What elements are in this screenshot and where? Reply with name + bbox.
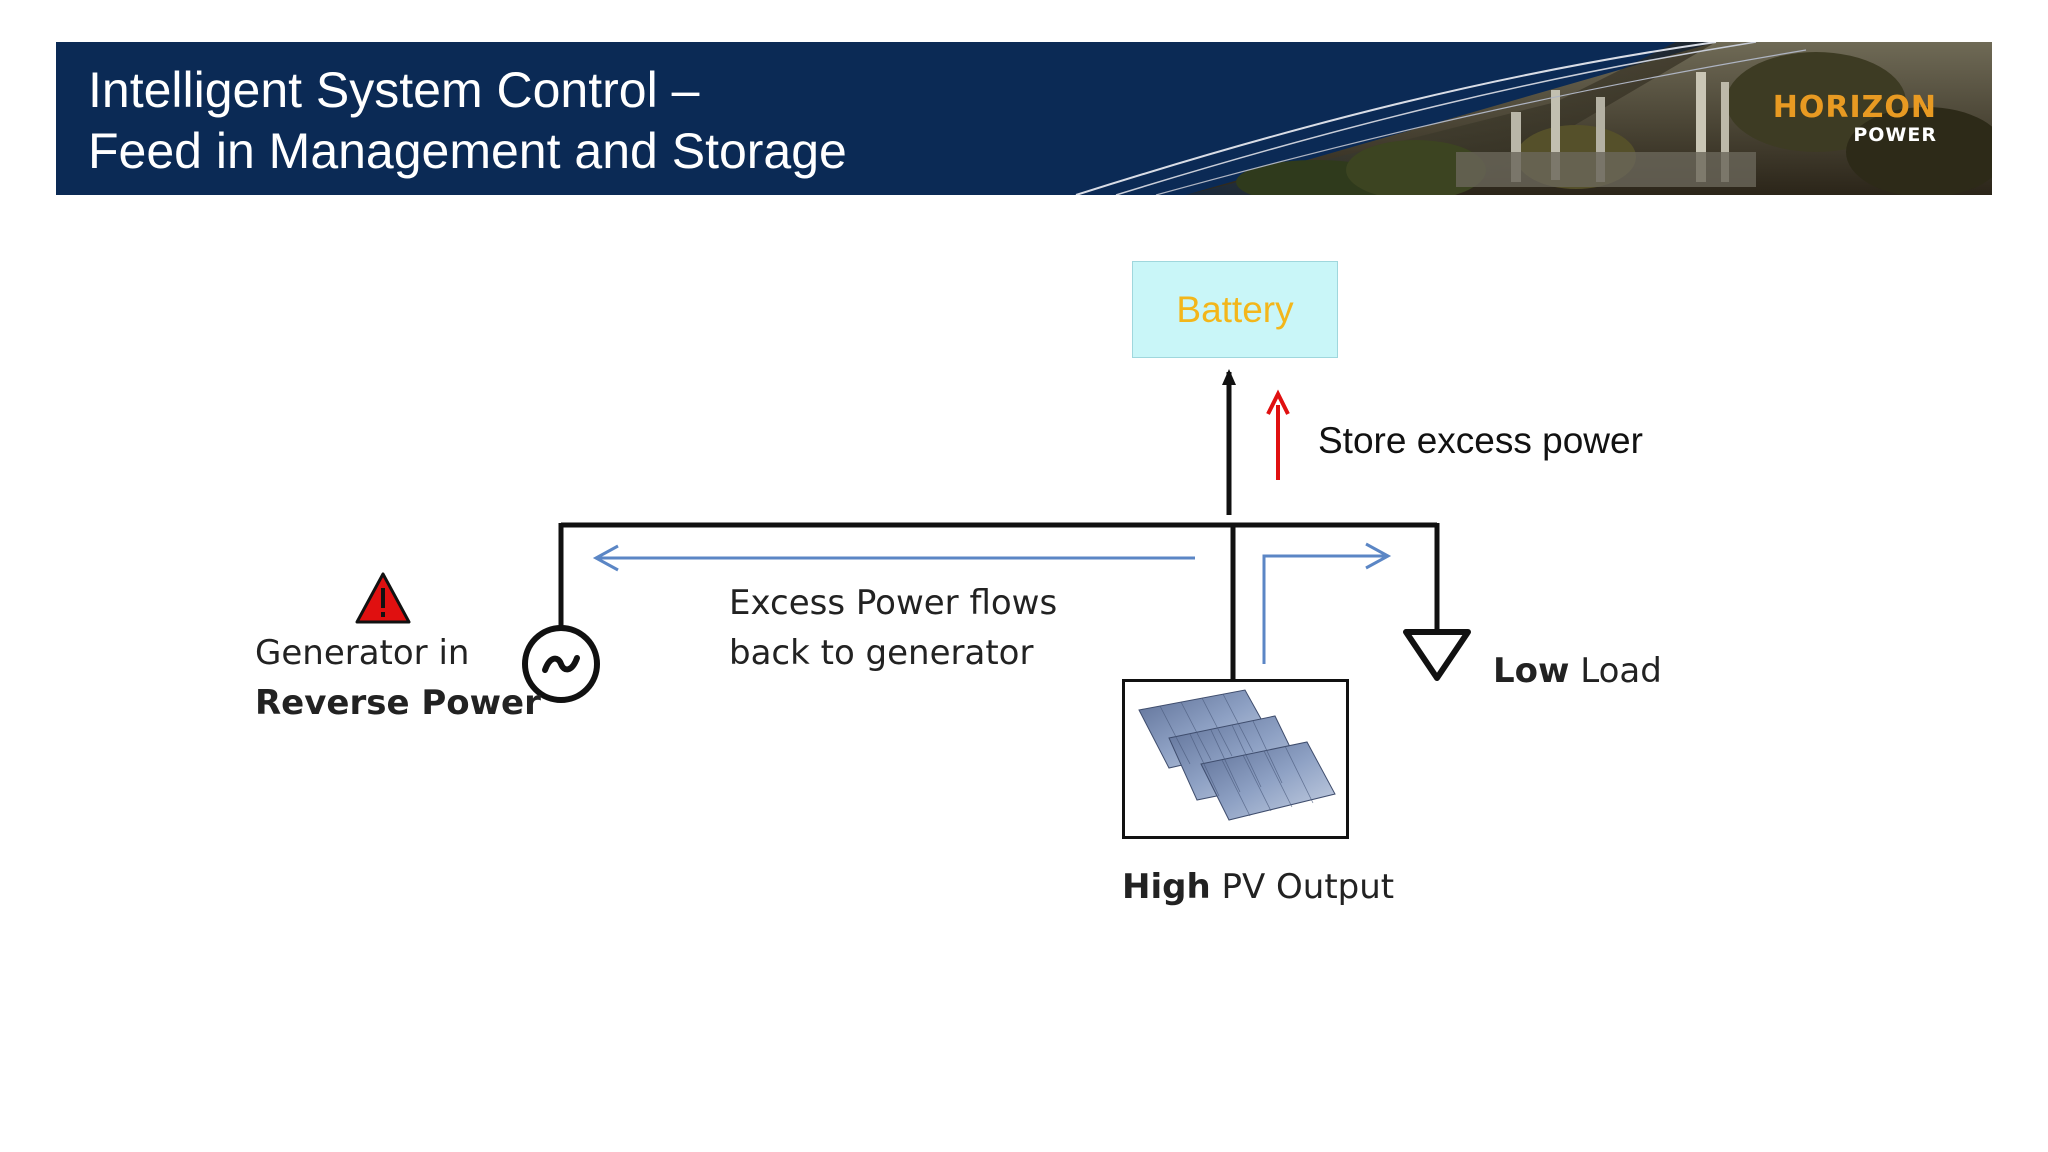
- header-banner: Intelligent System Control – Feed in Man…: [56, 42, 1992, 195]
- generator-line-1: Generator in: [255, 633, 470, 673]
- load-label-rest: Load: [1569, 651, 1662, 691]
- load-flow-arrow: [1262, 554, 1385, 664]
- generator-line-2: Reverse Power: [255, 683, 541, 723]
- pv-label-bold: High: [1122, 867, 1211, 907]
- pv-label-rest: PV Output: [1210, 867, 1395, 907]
- page-title: Intelligent System Control – Feed in Man…: [88, 60, 847, 182]
- pv-output-label: High PV Output: [1122, 862, 1394, 912]
- pv-panel-box: [1122, 679, 1349, 839]
- load-label: Low Load: [1493, 646, 1662, 696]
- ac-generator-icon: [522, 625, 600, 703]
- excess-flow-line-2: back to generator: [729, 633, 1034, 673]
- battery-feed-arrowhead: [1222, 369, 1236, 385]
- excess-flow-arrowhead: [592, 544, 619, 572]
- warning-icon: [355, 572, 411, 624]
- battery-box: Battery: [1132, 261, 1338, 358]
- store-arrowhead: [1266, 389, 1290, 415]
- load-icon: [1403, 629, 1471, 681]
- generator-label: Generator in Reverse Power: [255, 628, 541, 728]
- load-label-bold: Low: [1493, 651, 1570, 691]
- load-flow-arrowhead: [1365, 542, 1392, 570]
- solar-panel-icon: [1138, 689, 1336, 821]
- store-excess-label: Store excess power: [1318, 420, 1643, 461]
- title-line-2: Feed in Management and Storage: [88, 123, 847, 179]
- logo-main-text: HORIZON: [1772, 90, 1937, 125]
- logo-sub-text: POWER: [1853, 124, 1937, 146]
- company-logo: HORIZON POWER: [1772, 90, 1937, 147]
- excess-flow-label: Excess Power flows back to generator: [729, 578, 1057, 678]
- title-line-1: Intelligent System Control –: [88, 62, 700, 118]
- excess-flow-line-1: Excess Power flows: [729, 583, 1058, 623]
- banner-artwork: [1075, 42, 1992, 195]
